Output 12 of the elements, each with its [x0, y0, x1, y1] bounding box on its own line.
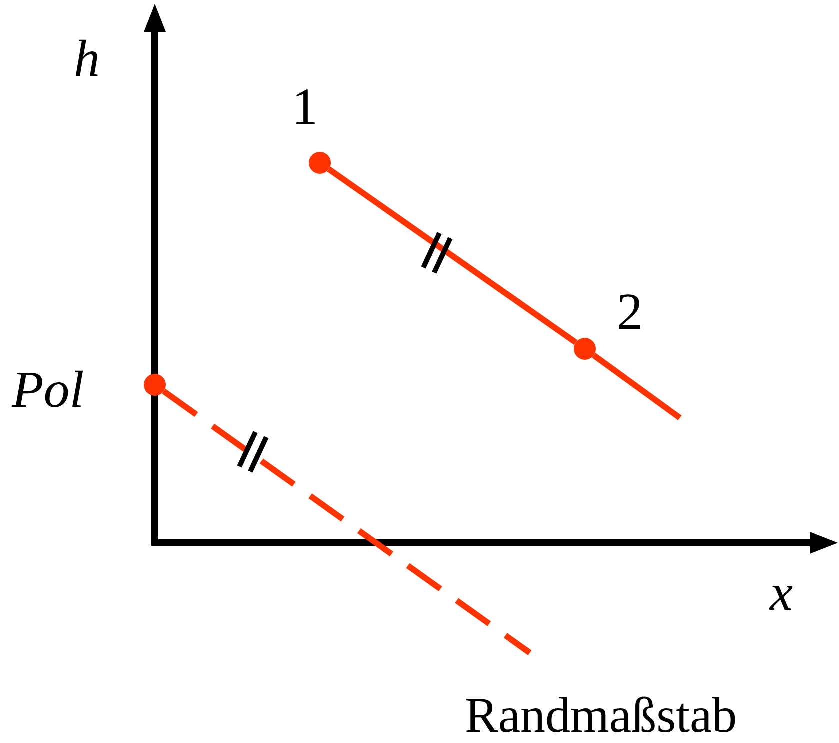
point-label: Pol	[12, 365, 84, 417]
dashed-line	[162, 388, 532, 656]
point-dot	[309, 152, 331, 174]
point-label: 1	[292, 82, 318, 134]
point-label: 2	[617, 287, 643, 339]
axis-label: h	[74, 34, 100, 86]
line	[327, 166, 578, 346]
line	[592, 353, 682, 420]
scale-label: Randmaßstab	[465, 690, 738, 740]
axis-label: x	[770, 568, 794, 620]
point-dot	[144, 374, 166, 396]
point-dot	[574, 338, 596, 360]
